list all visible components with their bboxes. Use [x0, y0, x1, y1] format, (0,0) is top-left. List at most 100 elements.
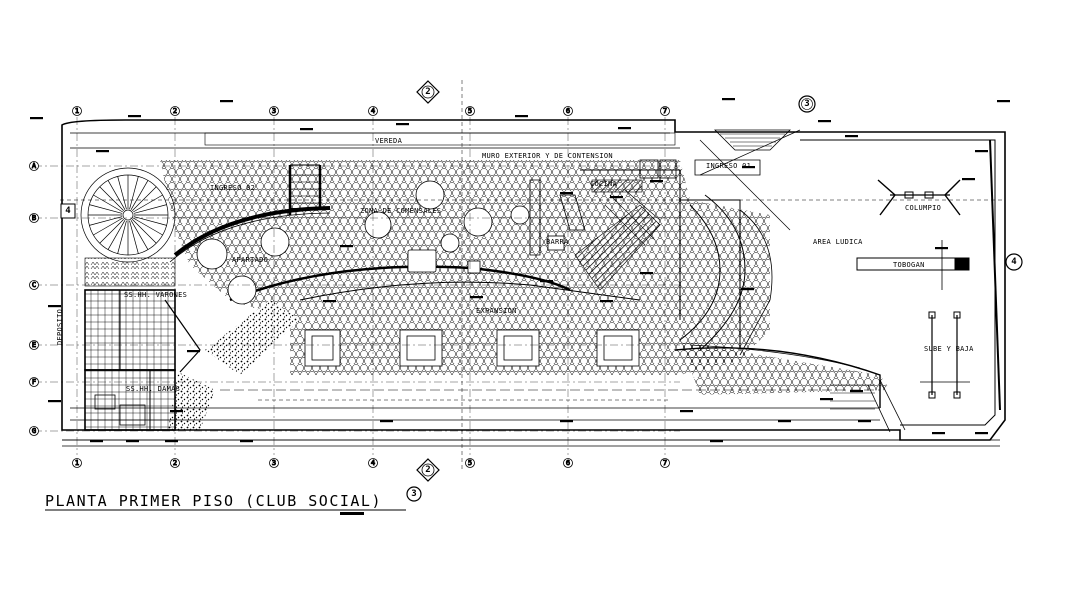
dining-table — [440, 233, 460, 253]
label-sube-y-baja: SUBE Y BAJA — [924, 345, 974, 353]
label-ss-varones: SS.HH. VARONES — [124, 291, 187, 299]
section-marker-bottom-left: 2 — [416, 458, 440, 482]
grid-axis-marker-col: 4 — [368, 106, 378, 116]
dining-table — [510, 205, 530, 225]
grid-axis-marker-row: C — [29, 280, 39, 290]
reference-lines — [60, 80, 1005, 470]
section-marker-top-right: 3 — [798, 95, 816, 113]
grid-axis-label: B — [32, 214, 36, 222]
dining-table — [364, 211, 392, 239]
level-mark — [96, 150, 109, 153]
grid-axis-label: 2 — [173, 107, 177, 115]
grid-axis-marker-col: 5 — [465, 458, 475, 468]
grid-axis-label: A — [32, 162, 37, 170]
level-mark — [300, 128, 313, 131]
level-mark — [470, 296, 483, 299]
grid-axis-label: F — [32, 378, 36, 386]
grid-axis-marker-row: E — [29, 340, 39, 350]
level-mark — [962, 178, 975, 181]
level-mark — [396, 123, 409, 126]
level-mark — [820, 398, 833, 401]
label-cocina: COCINA — [590, 180, 618, 188]
level-mark — [935, 247, 948, 250]
label-zona-comensales: ZONA DE COMENSALES — [360, 207, 441, 215]
grid-axis-label: G — [32, 427, 36, 435]
level-mark — [560, 420, 573, 423]
grid-axis-marker-col: 5 — [465, 106, 475, 116]
level-mark — [845, 135, 858, 138]
section-marker-right: 4 — [1005, 253, 1023, 271]
label-columpio: COLUMPIO — [905, 204, 941, 212]
grid-axis-marker-col: 1 — [72, 106, 82, 116]
grid-axis-marker-col: 1 — [72, 458, 82, 468]
label-muro-exterior: MURO EXTERIOR Y DE CONTENSION — [482, 152, 613, 160]
level-mark — [778, 420, 791, 423]
label-barra: BARRA — [546, 238, 569, 246]
grid-axis-marker-row: G — [29, 426, 39, 436]
label-deposito: DEPOSITO — [56, 309, 64, 345]
grid-axis-label: 7 — [663, 107, 667, 115]
level-mark — [290, 208, 303, 211]
grid-axis-label: 2 — [173, 459, 177, 467]
level-mark — [997, 100, 1010, 103]
level-mark — [170, 410, 183, 413]
section-marker-label: 4 — [1011, 257, 1017, 267]
label-ss-damas: SS.HH. DAMAS — [126, 385, 180, 393]
level-mark — [48, 305, 61, 308]
label-tobogan: TOBOGAN — [893, 261, 925, 269]
grid-axis-marker-col: 7 — [660, 458, 670, 468]
grid-axis-label: 7 — [663, 459, 667, 467]
level-mark — [850, 390, 863, 393]
dining-table — [196, 238, 228, 270]
grid-axis-marker-col: 3 — [269, 106, 279, 116]
level-mark — [600, 300, 613, 303]
level-mark — [128, 115, 141, 118]
grid-axis-marker-row: F — [29, 377, 39, 387]
section-marker-label: 2 — [425, 465, 430, 475]
section-marker-label: 3 — [804, 99, 809, 109]
grid-axis-marker-col: 7 — [660, 106, 670, 116]
level-mark — [618, 127, 631, 130]
dining-table — [463, 207, 493, 237]
label-expansion: EXPANSION — [476, 307, 517, 315]
level-mark — [187, 350, 200, 353]
level-mark — [48, 400, 61, 403]
level-mark — [975, 150, 988, 153]
level-mark — [165, 440, 178, 443]
section-marker-label: 3 — [411, 489, 416, 499]
grid-axis-label: 6 — [566, 459, 570, 467]
grid-axis-label: 4 — [371, 459, 375, 467]
level-mark — [540, 280, 553, 283]
level-mark — [380, 420, 393, 423]
level-mark — [858, 420, 871, 423]
grid-axis-label: 6 — [566, 107, 570, 115]
grid-axis-marker-col: 6 — [563, 458, 573, 468]
level-mark — [610, 196, 623, 199]
grid-axis-marker-col: 6 — [563, 106, 573, 116]
grid-axis-marker-col: 4 — [368, 458, 378, 468]
grid-axis-label: 1 — [75, 107, 79, 115]
label-ingreso-02: INGRESO 02 — [210, 184, 255, 192]
drawing-title-block: PLANTA PRIMER PISO (CLUB SOCIAL) — [45, 492, 406, 515]
grid-axis-label: 3 — [272, 459, 276, 467]
furniture — [196, 180, 640, 367]
level-mark — [323, 300, 336, 303]
dining-table — [415, 180, 445, 210]
grid-axis-marker-col: 3 — [269, 458, 279, 468]
grid-axis-label: 4 — [371, 107, 375, 115]
grid-axis-label: 5 — [468, 107, 472, 115]
level-mark — [90, 440, 103, 443]
label-vereda: VEREDA — [375, 137, 403, 145]
grid-axis-marker-col: 2 — [170, 458, 180, 468]
curved-walls — [169, 194, 881, 408]
section-marker-label: 4 — [65, 206, 71, 216]
level-mark — [741, 288, 754, 291]
level-mark — [975, 432, 988, 435]
grid-axis-label: 3 — [272, 107, 276, 115]
spiral-staircase — [80, 167, 176, 263]
level-mark — [818, 120, 831, 123]
level-mark — [220, 100, 233, 103]
level-mark — [340, 245, 353, 248]
